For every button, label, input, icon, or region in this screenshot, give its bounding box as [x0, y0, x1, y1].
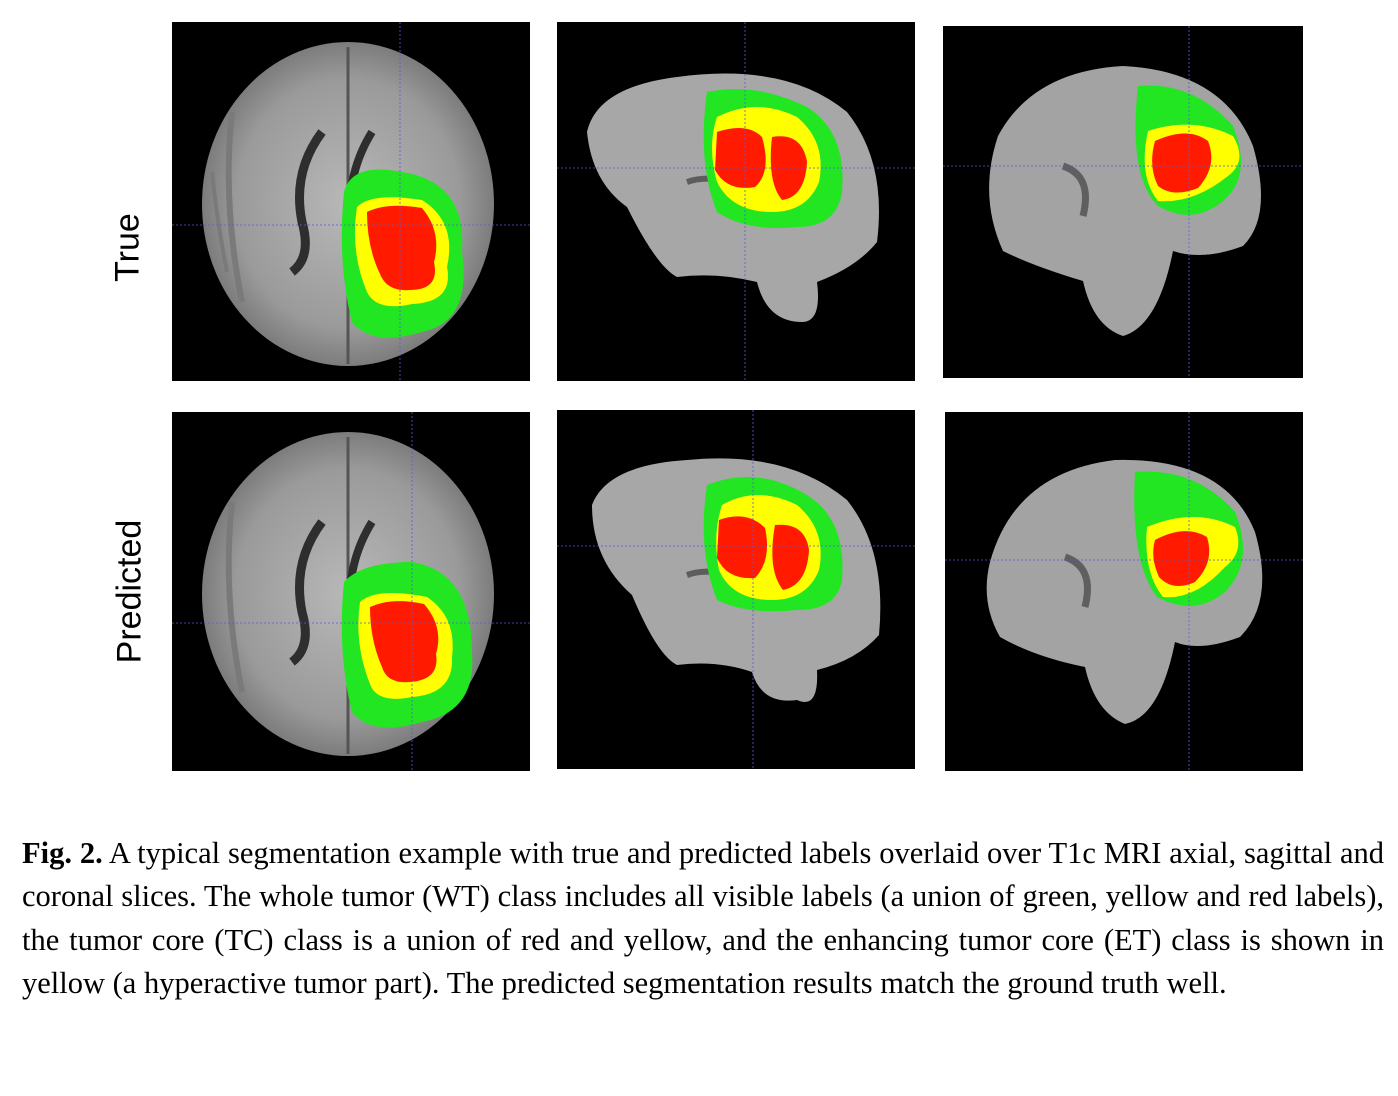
mri-axial-predicted	[172, 412, 530, 771]
row-label-predicted: Predicted	[110, 519, 149, 664]
mri-sagittal-predicted	[557, 410, 915, 769]
mri-axial-true	[172, 22, 530, 381]
coronal-slice-image	[945, 412, 1303, 771]
axial-slice-image	[172, 412, 530, 771]
tumor-core-region	[1153, 531, 1210, 586]
mri-sagittal-true	[557, 22, 915, 381]
coronal-slice-image	[943, 26, 1303, 378]
caption-text: A typical segmentation example with true…	[22, 836, 1384, 1001]
tumor-core-region	[715, 128, 766, 188]
tumor-core-region	[370, 601, 439, 683]
tumor-core-region	[1152, 133, 1212, 193]
figure-caption: Fig. 2. A typical segmentation example w…	[22, 832, 1384, 1006]
mri-coronal-predicted	[945, 412, 1303, 771]
ventricle	[289, 519, 326, 666]
caption-label: Fig. 2.	[22, 836, 103, 870]
tumor-core-region	[367, 205, 437, 291]
mri-coronal-true	[943, 26, 1303, 378]
axial-slice-image	[172, 22, 530, 381]
tumor-core-region	[717, 516, 768, 579]
sagittal-slice-image	[557, 410, 915, 769]
row-label-true: True	[108, 213, 147, 282]
sagittal-slice-image	[557, 22, 915, 381]
ventricle	[289, 129, 326, 276]
